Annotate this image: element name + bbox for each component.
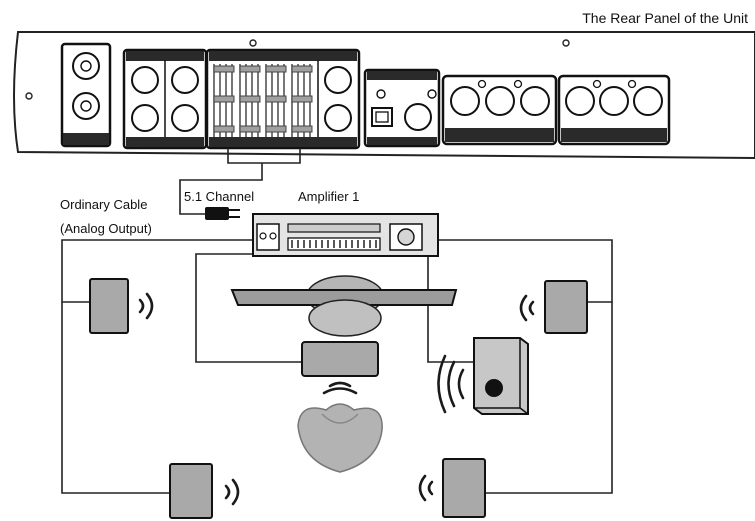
channel-label: 5.1 Channel — [184, 189, 254, 204]
sound-waves-icon — [138, 292, 154, 320]
sound-waves-icon — [418, 474, 434, 502]
component-video-block — [441, 74, 558, 146]
panel-screw-left — [25, 92, 33, 100]
connection-cable — [179, 148, 301, 220]
subwoofer-icon — [437, 337, 529, 415]
panel-screw-top-center — [249, 39, 257, 47]
speaker-icon — [544, 280, 588, 334]
front-left-speaker — [89, 278, 154, 334]
speaker-icon — [169, 463, 213, 519]
speaker-icon — [442, 458, 486, 518]
rear-right-speaker — [418, 458, 486, 518]
listener-icon — [297, 403, 383, 473]
rca-output-block — [122, 48, 208, 150]
analog-output-label: (Analog Output) — [60, 221, 152, 236]
rear-panel-title: The Rear Panel of the Unit — [582, 10, 748, 26]
speaker-icon — [301, 341, 379, 377]
plug-icon — [205, 207, 229, 220]
speaker-terminal-block — [205, 48, 361, 150]
panel-screw-top-right — [562, 39, 570, 47]
tv-icon — [230, 275, 458, 337]
digital-audio-block — [363, 68, 441, 148]
rear-panel — [13, 31, 755, 160]
av-input-block — [557, 74, 671, 146]
rear-left-speaker — [169, 463, 240, 519]
speaker-icon — [89, 278, 129, 334]
sound-waves-icon — [437, 354, 465, 414]
amplifier-label: Amplifier 1 — [298, 189, 359, 204]
front-right-speaker — [519, 280, 588, 334]
sound-waves-icon — [224, 478, 240, 506]
sound-waves-icon — [519, 294, 535, 322]
antenna-jack-block — [60, 42, 112, 148]
ordinary-cable-label: Ordinary Cable — [60, 197, 147, 212]
sound-waves-icon — [322, 381, 358, 395]
center-speaker — [301, 341, 379, 395]
amplifier-icon — [252, 213, 439, 257]
